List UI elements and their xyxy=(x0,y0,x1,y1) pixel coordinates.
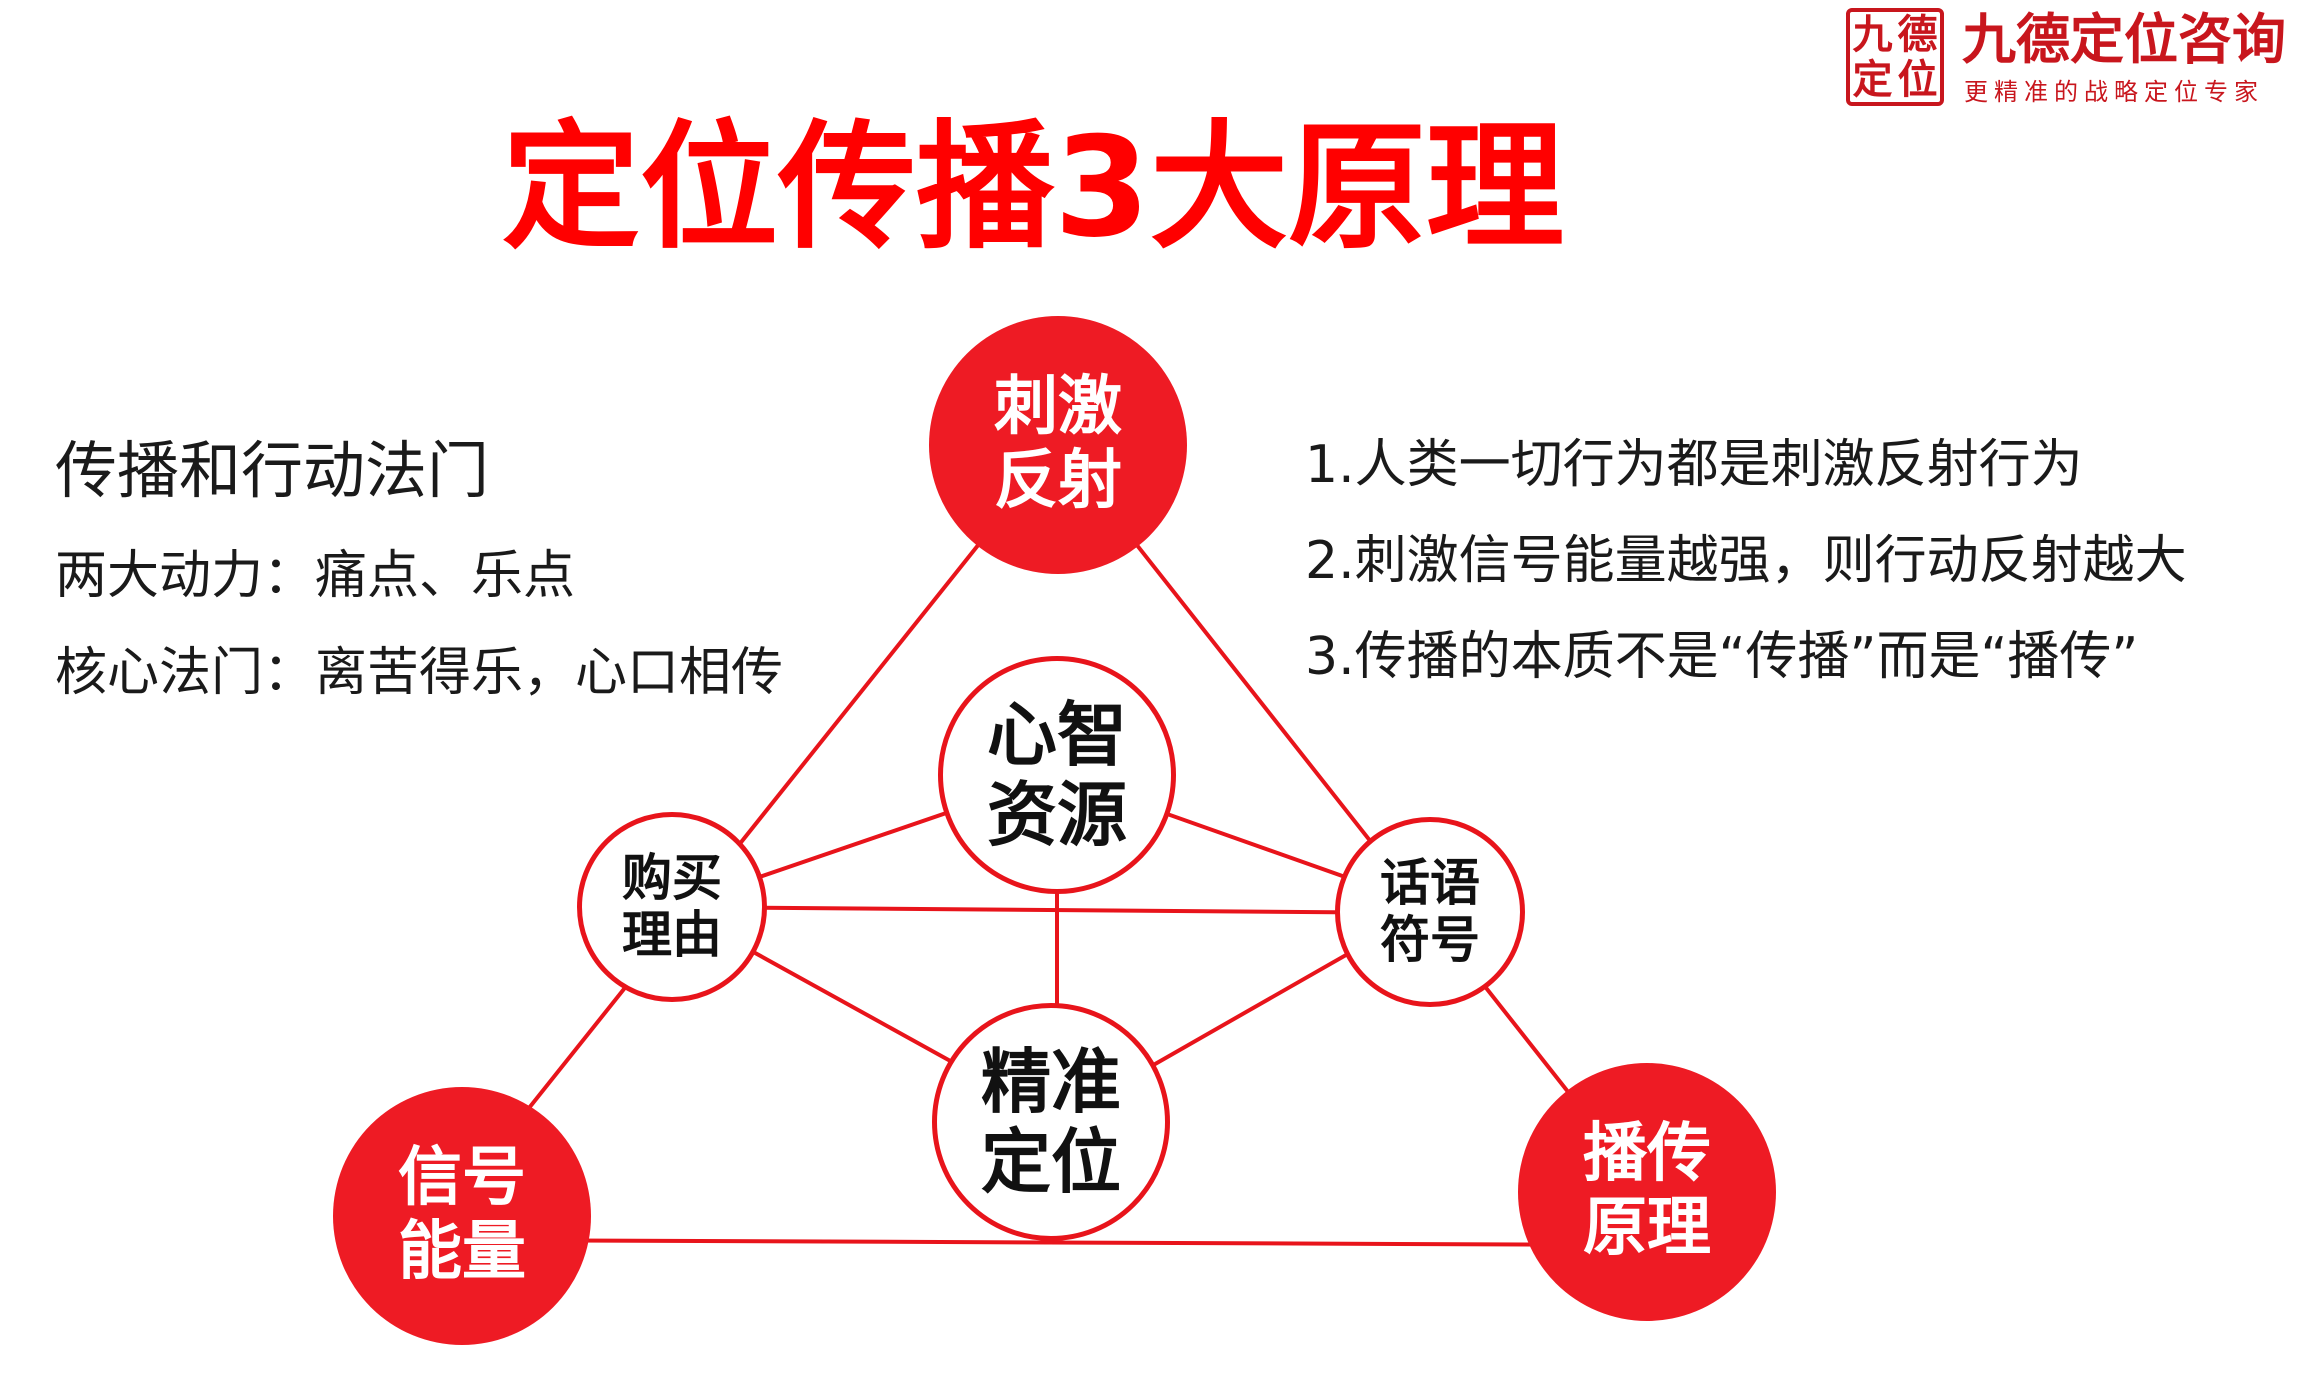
principle-2: 2.刺激信号能量越强，则行动反射越大 xyxy=(1305,531,2187,591)
node-signal-energy: 信号 能量 xyxy=(333,1087,591,1345)
node-spread-principle: 播传 原理 xyxy=(1518,1063,1776,1321)
left-heading: 传播和行动法门 xyxy=(55,434,490,507)
node-label: 原理 xyxy=(1583,1191,1711,1265)
node-label: 定位 xyxy=(981,1121,1121,1203)
logo-seal-char: 德 xyxy=(1897,10,1938,58)
logo-name: 九德定位咨询 xyxy=(1962,7,2286,71)
left-line-method: 核心法门：离苦得乐，心口相传 xyxy=(55,643,784,703)
node-precise-positioning: 精准 定位 xyxy=(932,1003,1170,1241)
logo-seal-char: 定 xyxy=(1852,55,1893,103)
edge-top-to-bottom-right xyxy=(1056,443,1649,1194)
principle-1: 1.人类一切行为都是刺激反射行为 xyxy=(1305,435,2083,495)
node-label: 精准 xyxy=(981,1040,1121,1123)
logo-seal: 九 德 定 位 xyxy=(1846,8,1944,106)
principle-3: 3.传播的本质不是“传播”而是“播传” xyxy=(1305,627,2139,687)
node-verbal-symbol: 话语 符号 xyxy=(1335,817,1525,1007)
edge-top-to-bottom-left xyxy=(460,443,1060,1194)
node-stimulus-reflex: 刺激 反射 xyxy=(929,316,1187,574)
edge-reason-to-symbol xyxy=(671,905,1431,915)
logo-seal-char: 九 xyxy=(1852,10,1893,58)
node-label: 心智 xyxy=(987,693,1127,776)
node-label: 刺激 xyxy=(994,370,1122,445)
node-label: 话语 xyxy=(1380,853,1480,912)
logo-slogan: 更精准的战略定位专家 xyxy=(1964,78,2264,106)
node-mind-resource: 心智 资源 xyxy=(938,656,1176,894)
node-label: 符号 xyxy=(1380,911,1480,969)
node-label: 购买 xyxy=(622,848,722,907)
node-label: 理由 xyxy=(622,906,722,964)
node-purchase-reason: 购买 理由 xyxy=(577,812,767,1002)
page-title: 定位传播3大原理 xyxy=(501,107,1565,268)
edge-bottom-left-to-right xyxy=(461,1238,1648,1247)
node-label: 播传 xyxy=(1583,1117,1711,1192)
node-label: 反射 xyxy=(994,444,1122,518)
node-label: 能量 xyxy=(398,1215,526,1289)
left-line-power: 两大动力：痛点、乐点 xyxy=(55,546,576,606)
node-label: 信号 xyxy=(398,1141,526,1216)
logo-seal-char: 位 xyxy=(1897,55,1938,103)
node-label: 资源 xyxy=(987,774,1127,856)
